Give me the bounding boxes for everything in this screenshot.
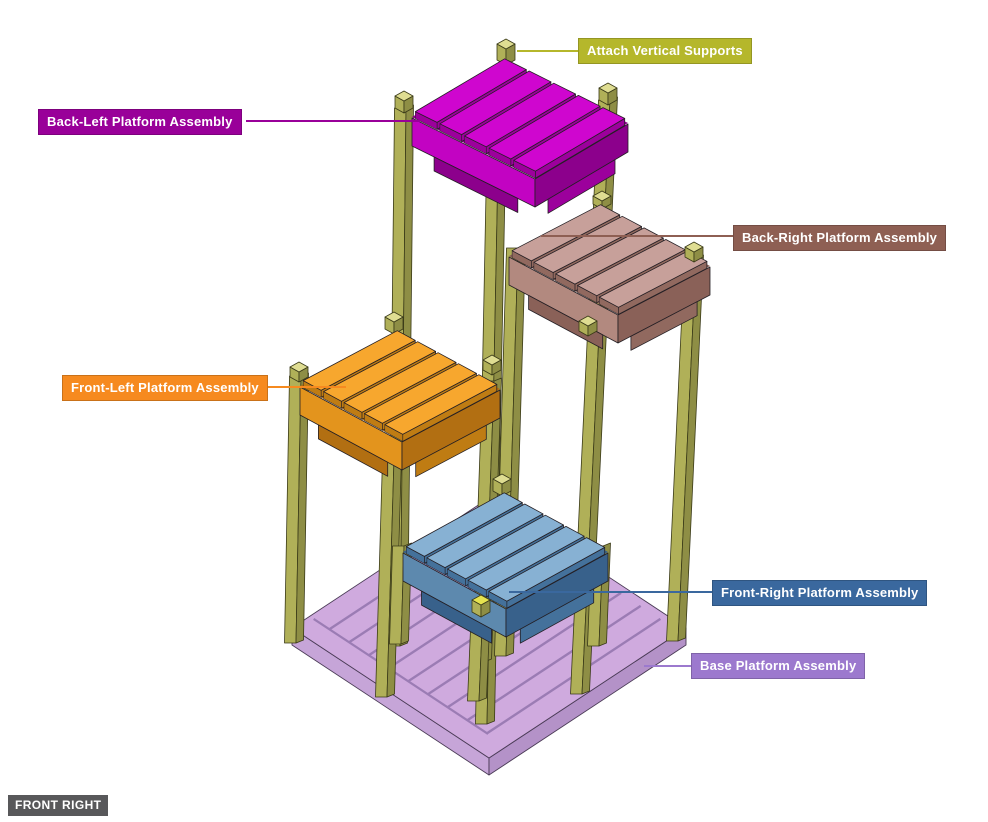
callout-base-platform: Base Platform Assembly	[691, 653, 866, 679]
back-right-platform-3d	[508, 204, 711, 351]
front-left-platform-3d	[289, 330, 502, 478]
front-right-platform-3d	[402, 492, 609, 644]
callout-leader-lines	[246, 50, 733, 667]
callout-back-right-platform: Back-Right Platform Assembly	[733, 225, 947, 251]
callout-front-right-platform: Front-Right Platform Assembly	[712, 580, 928, 606]
callout-front-left-platform: Front-Left Platform Assembly	[62, 375, 268, 401]
callout-attach-vertical-supports: Attach Vertical Supports	[578, 38, 752, 64]
view-orientation-label: FRONT RIGHT	[8, 795, 109, 816]
callout-back-left-platform: Back-Left Platform Assembly	[38, 109, 242, 135]
back-left-platform-3d	[411, 58, 629, 214]
